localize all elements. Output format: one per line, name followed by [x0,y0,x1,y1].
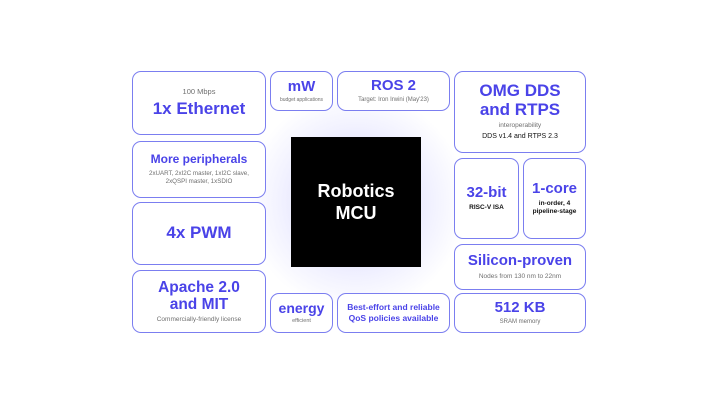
license-title-line2: and MIT [169,295,229,313]
peripherals-caption-line2: 2xQSPI master, 1xSDIO [165,178,233,186]
dds-title-line1: OMG DDS [479,80,561,100]
silicon-card: Silicon-proven Nodes from 130 nm to 22nm [454,244,586,290]
license-title-line1: Apache 2.0 [158,278,240,296]
bits-title: 32-bit [466,183,507,201]
core-caption-line2: pipeline-stage [532,208,577,216]
peripherals-title: More peripherals [150,152,248,167]
power-card: mW budget applications [270,71,333,111]
ros-title: ROS 2 [370,76,416,94]
ethernet-caption: 100 Mbps [182,87,216,97]
energy-caption: efficient [292,318,311,325]
qos-line1: Best-effort and reliable [347,301,440,312]
energy-title: energy [278,299,325,316]
core-card: 1-core in-order, 4 pipeline-stage [523,158,586,239]
robotics-mcu-chip: Robotics MCU [291,137,421,267]
peripherals-caption-line1: 2xUART, 2xI2C master, 1xI2C slave, [149,170,249,178]
qos-card: Best-effort and reliable QoS policies av… [337,293,450,333]
chip-label-line2: MCU [335,203,377,223]
ros-caption: Target: Iron Irwini (May'23) [358,97,429,103]
pwm-card: 4x PWM [132,202,266,265]
license-card: Apache 2.0 and MIT Commercially-friendly… [132,270,266,333]
dds-card: OMG DDS and RTPS interoperability DDS v1… [454,71,586,153]
sram-title: 512 KB [494,299,546,316]
energy-card: energy efficient [270,293,333,333]
core-caption-line1: in-order, 4 [538,200,571,208]
silicon-title: Silicon-proven [467,252,573,270]
sram-caption: SRAM memory [499,318,541,325]
qos-line2: QoS policies available [348,313,439,323]
sram-card: 512 KB SRAM memory [454,293,586,333]
bits-card: 32-bit RISC-V ISA [454,158,519,239]
chip-label-line1: Robotics [317,180,395,201]
power-caption: budget applications [279,97,324,104]
peripherals-card: More peripherals 2xUART, 2xI2C master, 1… [132,141,266,198]
bits-caption: RISC-V ISA [469,204,504,212]
silicon-caption: Nodes from 130 nm to 22nm [478,272,562,280]
dds-caption: interoperability [498,122,542,130]
dds-detail: DDS v1.4 and RTPS 2.3 [482,133,558,141]
ethernet-title: 1x Ethernet [152,98,246,118]
ros-card: ROS 2 Target: Iron Irwini (May'23) [337,71,450,111]
ethernet-card: 100 Mbps 1x Ethernet [132,71,266,135]
core-title: 1-core [531,179,578,197]
pwm-title: 4x PWM [166,223,232,243]
license-caption: Commercially-friendly license [156,315,242,323]
power-title: mW [287,77,316,95]
dds-title-line2: and RTPS [479,99,561,119]
